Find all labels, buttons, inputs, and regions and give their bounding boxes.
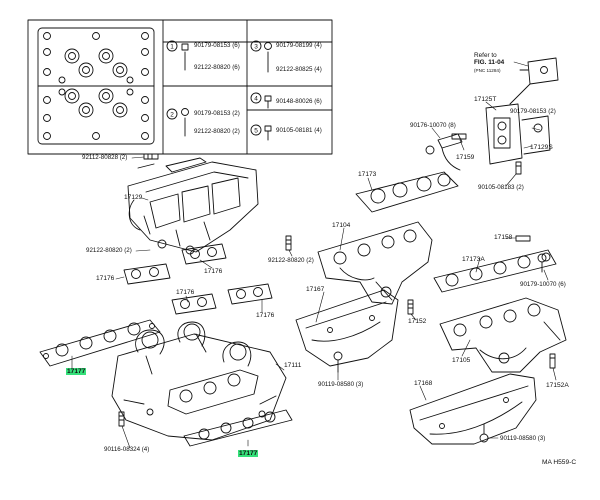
legend-part-1a: 90179-08153 (6) <box>194 42 240 49</box>
callout-92122-80820-left[interactable]: 92122-80820 (2) <box>86 247 132 254</box>
stud-17152A <box>549 353 556 369</box>
callout-17168[interactable]: 17168 <box>414 380 433 387</box>
legend-numbers: 1 2 3 4 5 <box>170 43 258 134</box>
callout-17167[interactable]: 17167 <box>306 286 325 293</box>
callout-17152[interactable]: 17152 <box>408 318 427 325</box>
callout-17159[interactable]: 17159 <box>456 154 475 161</box>
callout-17129[interactable]: 17129 <box>124 194 143 201</box>
callout-17111[interactable]: 17111 <box>284 362 302 369</box>
gasket-17176-lower-left <box>171 293 217 315</box>
lower-intake-manifold <box>111 321 287 441</box>
exhaust-manifold-17104 <box>317 221 433 305</box>
callout-17176-b[interactable]: 17176 <box>204 268 223 275</box>
stud-17152 <box>407 299 414 315</box>
stud-90116 <box>118 411 125 427</box>
stud-90105-right <box>515 161 522 175</box>
intake-gasket-17177-left <box>39 319 161 367</box>
callout-90179-08153-right[interactable]: 90179-08153 (2) <box>510 108 556 115</box>
callout-17125T[interactable]: 17125T <box>474 96 497 103</box>
gasket-17176-middle <box>181 243 227 265</box>
legend-part-1b: 92122-80820 (6) <box>194 64 240 71</box>
callout-90116-08324[interactable]: 90116-08324 (4) <box>104 446 150 453</box>
bolt-90119-a <box>333 351 343 373</box>
legend-part-4: 90148-80026 (6) <box>276 98 322 105</box>
callout-17176-c[interactable]: 17176 <box>176 289 195 296</box>
legend-part-2b: 92122-80820 (2) <box>194 128 240 135</box>
heat-shield-17167 <box>295 289 399 367</box>
heat-shield-17168 <box>409 373 537 445</box>
stud-90176 <box>451 133 467 140</box>
legend-box <box>27 19 333 155</box>
callout-90179-10070[interactable]: 90179-10070 (6) <box>520 281 566 288</box>
gasket-17176-left <box>123 263 171 285</box>
callout-17173A[interactable]: 17173A <box>462 256 485 263</box>
reference-note-line1: Refer to <box>474 52 497 59</box>
callout-90119-08580-a[interactable]: 90119-08580 (3) <box>318 381 364 388</box>
leader-lines <box>71 61 557 449</box>
reference-note-line2[interactable]: FIG. 11-04 <box>474 59 505 66</box>
legend-number-2: 2 <box>170 111 174 118</box>
callout-17158[interactable]: 17158 <box>494 234 513 241</box>
legend-part-3a: 90179-08199 (4) <box>276 42 322 49</box>
intake-plenum <box>127 157 259 255</box>
callout-90176-10070[interactable]: 90176-10070 (8) <box>410 122 456 129</box>
callout-92112-80828[interactable]: 92112-80828 (2) <box>82 154 128 161</box>
callout-17173[interactable]: 17173 <box>358 171 377 178</box>
stud-92122-mid <box>285 235 292 251</box>
legend-number-3: 3 <box>254 43 258 50</box>
bracket-17125T <box>485 57 559 165</box>
callout-17152A[interactable]: 17152A <box>546 382 569 389</box>
callout-92122-80820-mid[interactable]: 92122-80820 (2) <box>268 257 314 264</box>
callout-90119-08580-b[interactable]: 90119-08580 (3) <box>500 435 546 442</box>
gasket-17176-lower-right <box>227 283 273 305</box>
callout-17176-a[interactable]: 17176 <box>96 275 115 282</box>
legend-part-3b: 92122-80825 (4) <box>276 66 322 73</box>
callout-17177-left[interactable]: 17177 <box>66 368 87 375</box>
callout-90105-08183[interactable]: 90105-08183 (2) <box>478 184 524 191</box>
legend-number-5: 5 <box>254 127 258 134</box>
callout-17105[interactable]: 17105 <box>452 357 471 364</box>
stud-92112 <box>143 153 159 160</box>
exhaust-gasket-17173 <box>355 171 459 213</box>
reference-note-sub: (PNC 11284) <box>474 68 501 73</box>
callout-17176-d[interactable]: 17176 <box>256 312 275 319</box>
legend-number-4: 4 <box>254 95 258 102</box>
stud-17158 <box>515 235 531 242</box>
legend-number-1: 1 <box>170 43 174 50</box>
callout-17104[interactable]: 17104 <box>332 222 351 229</box>
figure-code: MA H559-C <box>542 459 577 466</box>
legend-part-5: 90105-08181 (4) <box>276 127 322 134</box>
nut-90179-10070 <box>537 253 547 273</box>
intake-gasket-17177-bottom <box>183 409 293 447</box>
legend-part-2a: 90179-08153 (2) <box>194 110 240 117</box>
pipe-17159 <box>425 133 463 171</box>
exhaust-gasket-17173A <box>433 249 557 293</box>
callout-17177-bottom[interactable]: 17177 <box>238 450 259 457</box>
callout-17129S[interactable]: 17129S <box>530 144 553 151</box>
exhaust-manifold-17105 <box>439 297 567 373</box>
